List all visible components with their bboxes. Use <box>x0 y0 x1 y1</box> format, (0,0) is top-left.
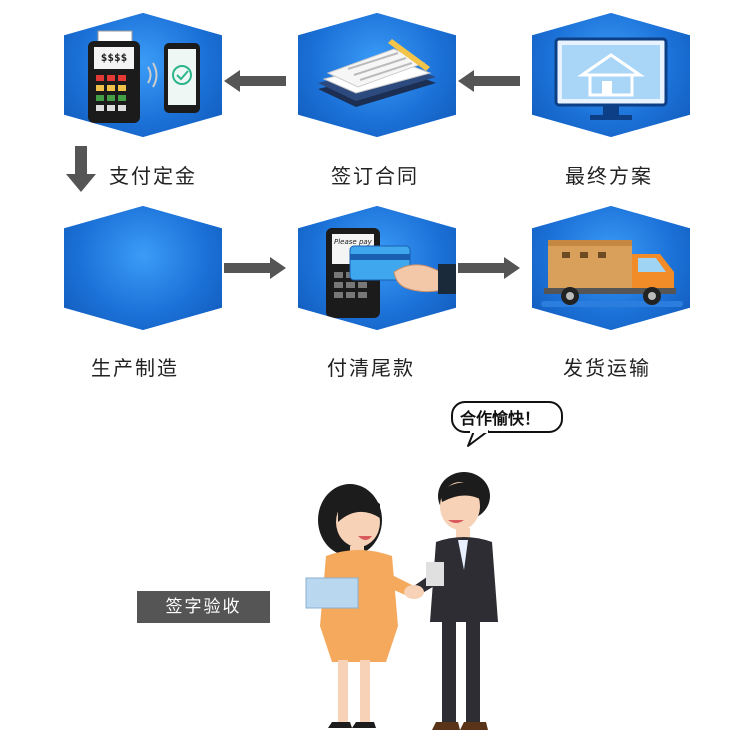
arrow-left-2 <box>224 70 286 92</box>
pos-screen-text: $$$$ <box>100 51 128 64</box>
sign-acceptance-badge: 签字验收 <box>137 591 270 623</box>
woman-figure <box>305 484 418 728</box>
step-label-contract: 签订合同 <box>331 164 419 188</box>
arrow-right-1 <box>224 257 286 279</box>
step-label-final-plan: 最终方案 <box>565 164 653 188</box>
pos-terminal-phone-icon <box>88 30 200 123</box>
speech-bubble-text: 合作愉快！ <box>460 409 540 428</box>
step-label-deposit: 支付定金 <box>109 164 197 188</box>
arrow-left-1 <box>458 70 520 92</box>
card-header-text: Please pay <box>334 238 372 246</box>
card-payment-icon <box>326 228 456 318</box>
man-figure <box>408 472 498 730</box>
step-hex-contract <box>298 13 456 137</box>
step-hex-shipping <box>532 206 690 330</box>
step-hex-production <box>64 206 222 330</box>
step-label-production: 生产制造 <box>91 356 179 380</box>
monitor-house-icon <box>554 37 668 120</box>
arrow-right-2 <box>458 257 520 279</box>
delivery-truck-icon <box>541 240 683 307</box>
step-hex-final-plan <box>532 13 690 137</box>
arrow-down <box>66 146 96 192</box>
step-label-final-payment: 付清尾款 <box>327 356 415 380</box>
step-label-shipping: 发货运输 <box>563 356 651 380</box>
step-hex-deposit: $$$$ <box>64 13 222 137</box>
contract-book-icon <box>318 39 436 107</box>
step-hex-final-payment: Please pay <box>298 206 456 330</box>
speech-bubble: 合作愉快！ <box>451 401 563 447</box>
handshake-illustration <box>305 472 498 730</box>
